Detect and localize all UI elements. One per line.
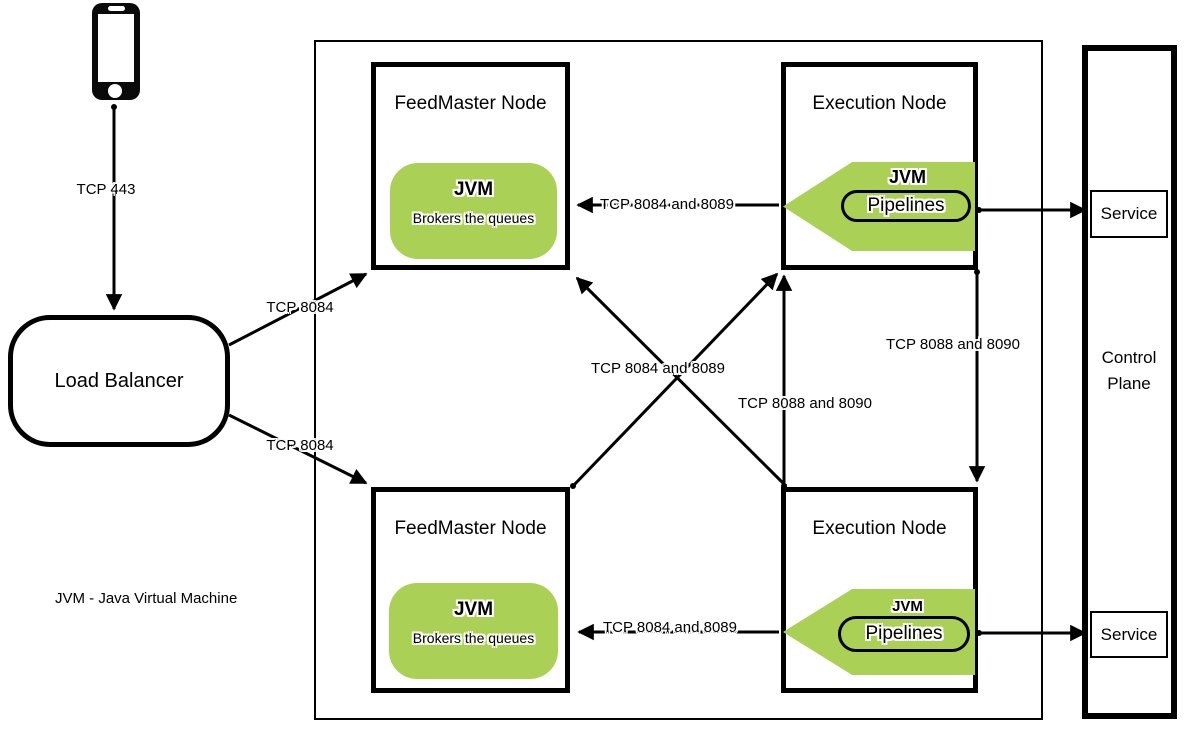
edge-label-exec-exec-right: TCP 8088 and 8090	[886, 336, 1020, 353]
load-balancer: Load Balancer	[8, 315, 230, 447]
edge-label-lb-fm-bottom: TCP 8084	[266, 437, 334, 454]
pipelines-pill-top: Pipelines	[841, 190, 971, 222]
jvm-broker-top-label: JVM	[453, 179, 494, 200]
execution-node-bottom-title: Execution Node	[812, 518, 947, 539]
cluster-container	[314, 40, 1043, 720]
smartphone-speaker	[108, 6, 125, 11]
control-plane-title: Control Plane	[1101, 348, 1157, 393]
edge-label-exec-fm-bottom: TCP 8084 and 8089	[603, 619, 737, 636]
service-box-top: Service	[1090, 190, 1168, 238]
pipelines-bottom-label: Pipelines	[865, 623, 943, 644]
feedmaster-node-bottom-title: FeedMaster Node	[394, 518, 547, 539]
service-box-bottom: Service	[1090, 611, 1168, 658]
jvm-pipelines-top-label: JVM	[888, 167, 926, 187]
jvm-broker-top-description: Brokers the queues	[412, 210, 535, 226]
jvm-broker-bottom: JVM Brokers the queues	[389, 583, 558, 679]
legend-text: JVM - Java Virtual Machine	[55, 590, 238, 607]
service-top-label: Service	[1100, 204, 1158, 223]
control-plane	[1082, 45, 1177, 719]
jvm-broker-top: JVM Brokers the queues	[390, 163, 557, 259]
load-balancer-label: Load Balancer	[54, 369, 184, 392]
edge-label-lb-fm-top: TCP 8084	[266, 299, 334, 316]
edge-label-exec-fm-cross: TCP 8084 and 8089	[591, 360, 725, 377]
jvm-broker-bottom-description: Brokers the queues	[412, 630, 535, 646]
edge-label-exec-exec-left: TCP 8088 and 8090	[738, 395, 872, 412]
jvm-broker-bottom-label: JVM	[453, 599, 494, 620]
edge-lb-to-fm-bottom	[228, 413, 368, 485]
pipelines-top-label: Pipelines	[867, 195, 945, 216]
edge-exec-bottom-to-fm-top-diagonal	[575, 276, 788, 488]
edge-lb-to-fm-top	[228, 272, 368, 347]
edge-label-exec-fm-top: TCP 8084 and 8089	[600, 196, 734, 213]
service-bottom-label: Service	[1100, 624, 1158, 644]
edge-fm-bottom-to-exec-top-diagonal	[571, 272, 779, 488]
edge-label-tcp-443: TCP 443	[76, 181, 136, 198]
pipelines-pill-bottom: Pipelines	[838, 616, 970, 652]
feedmaster-node-top-title: FeedMaster Node	[394, 93, 547, 114]
jvm-pipelines-bottom-label: JVM	[892, 598, 923, 615]
smartphone-screen	[98, 14, 134, 82]
execution-node-top-title: Execution Node	[812, 93, 947, 114]
smartphone-home-button	[108, 84, 122, 98]
